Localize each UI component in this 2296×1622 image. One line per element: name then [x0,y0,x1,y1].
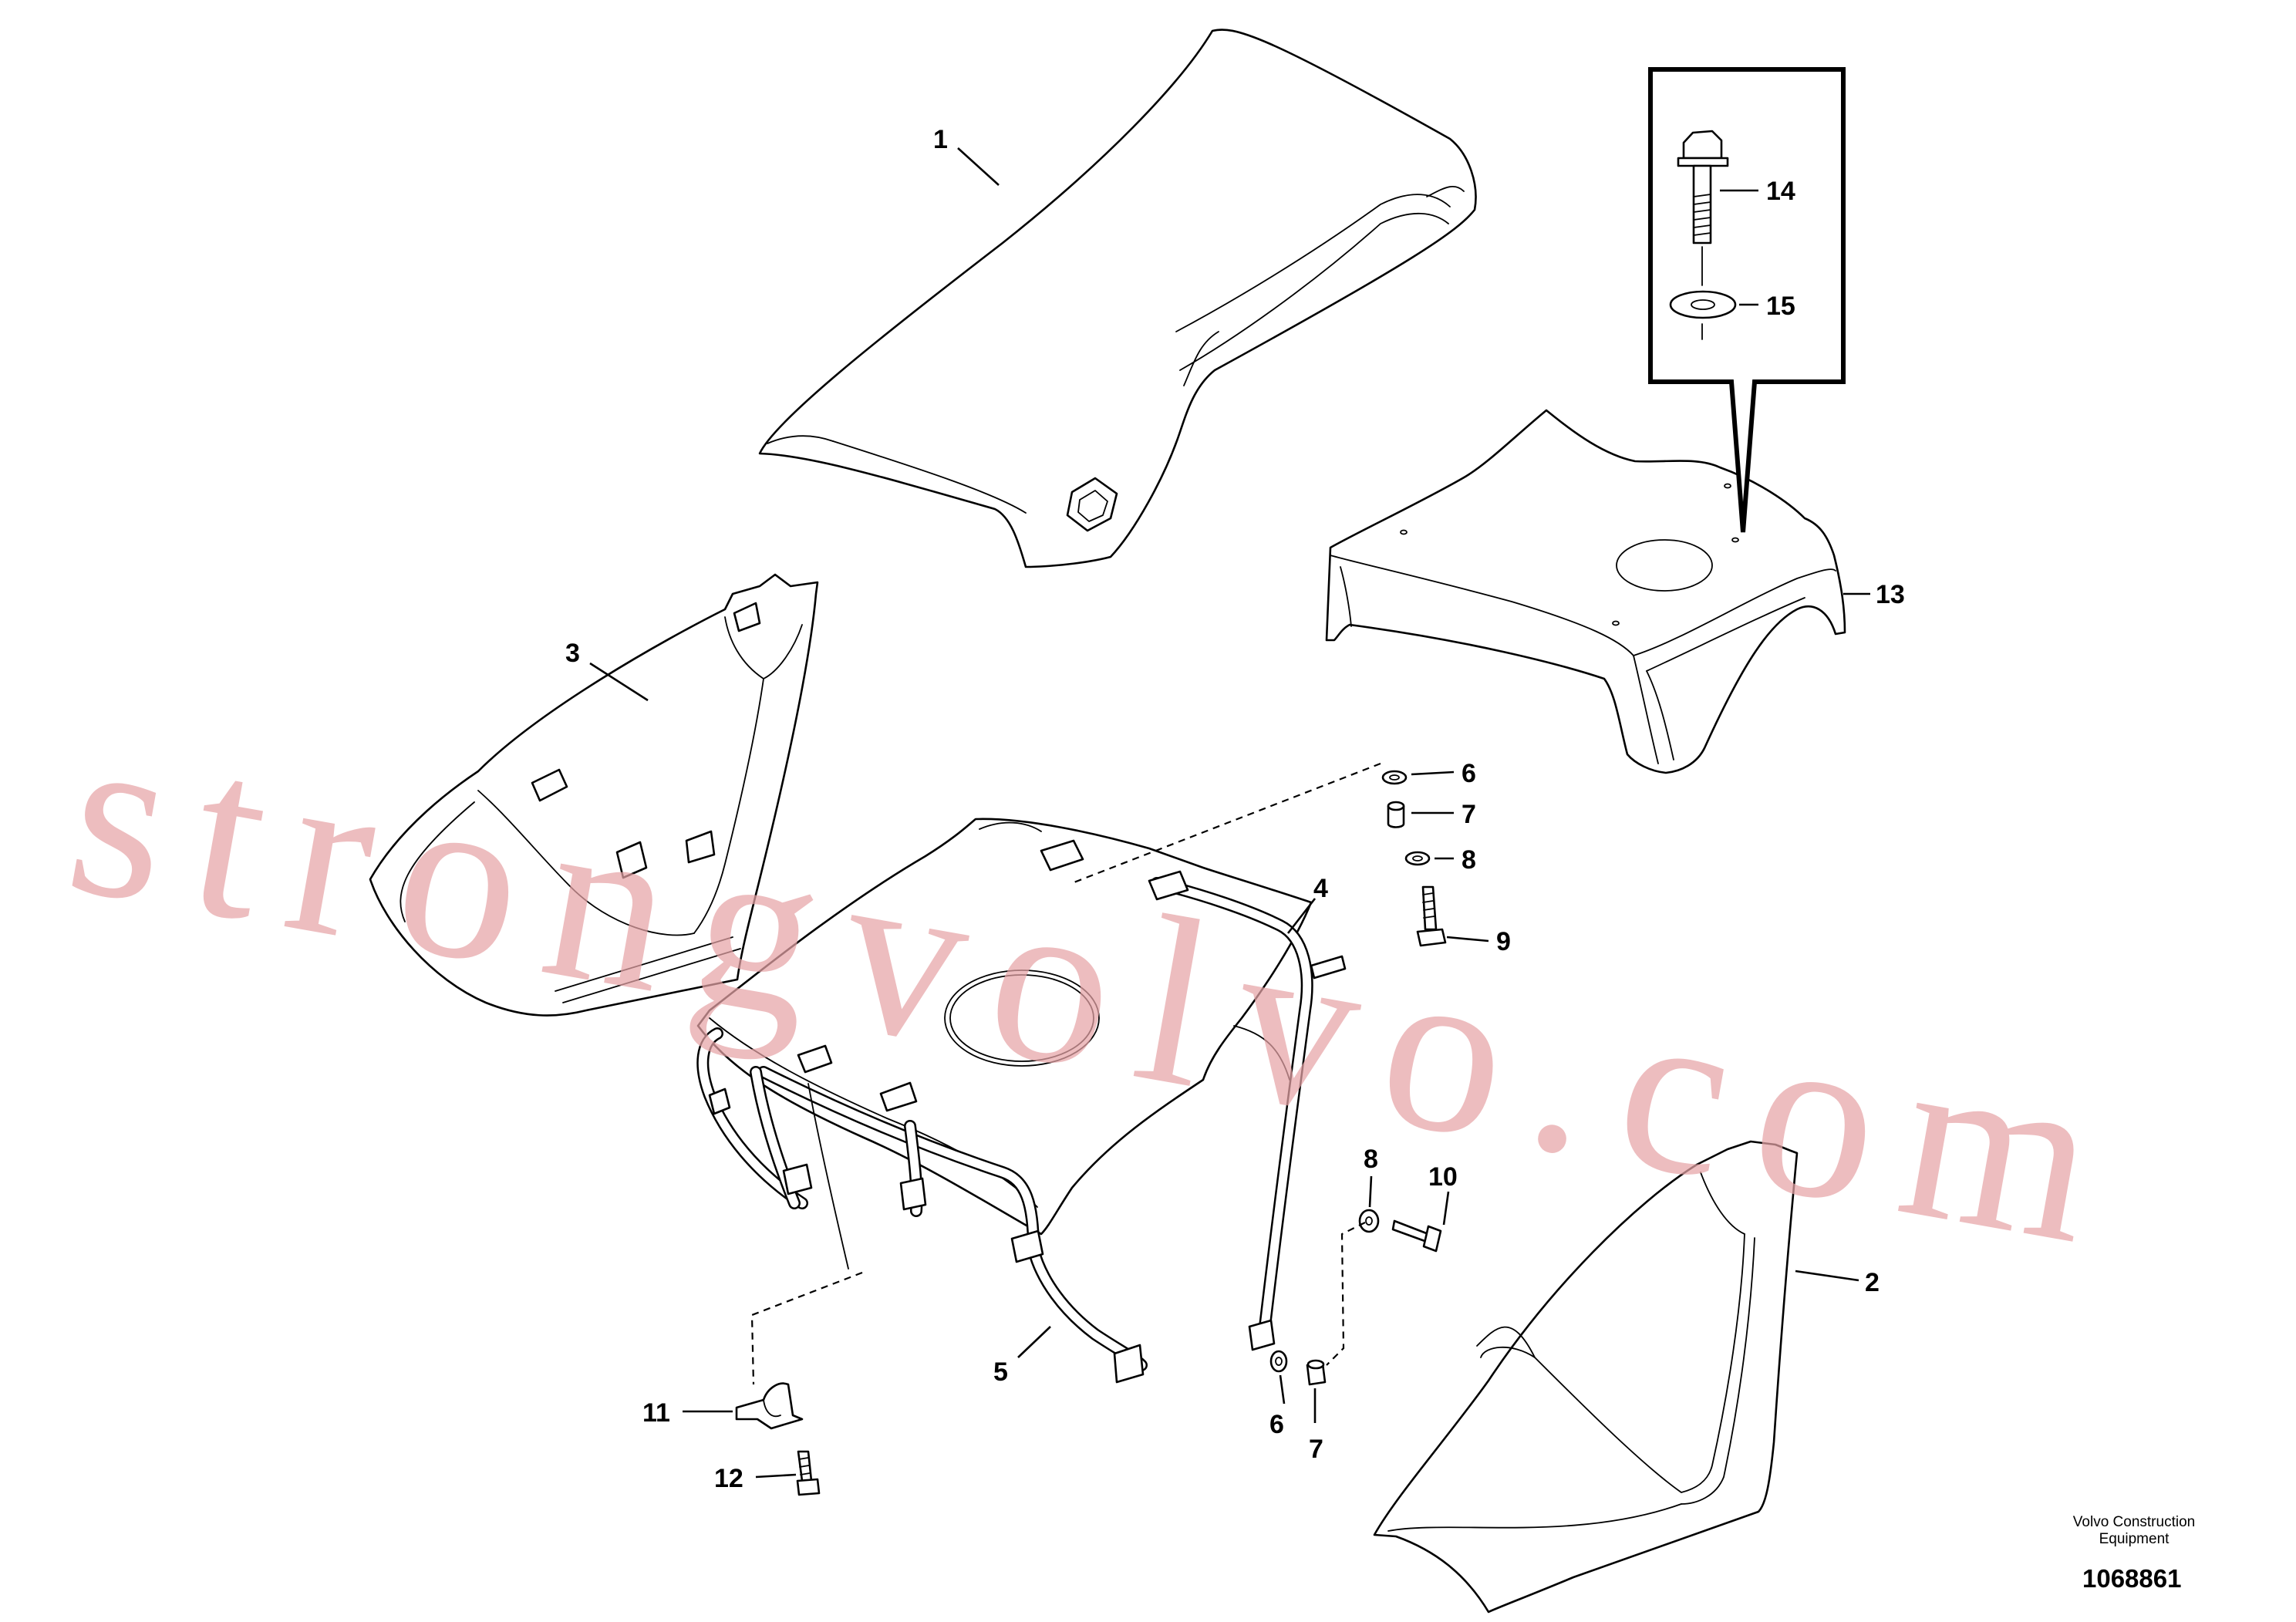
hardware-clamp [735,1382,821,1496]
assembly-line-clamp [750,1271,863,1385]
callout-numbers: 1 2 3 4 5 6 7 8 9 6 7 8 10 11 12 13 14 1… [565,125,1905,1493]
part-upper-shroud [1325,409,1846,774]
hardware-upper-stack [1381,770,1447,947]
brand-line-2: Equipment [2099,1531,2170,1547]
assembly-line-middle [1326,1222,1366,1366]
part-right-side-panel [1373,1140,1799,1614]
callout-1: 1 [933,125,948,154]
part-roof-cover [758,29,1477,568]
hardware-lower [1269,1350,1327,1386]
watermark-text: strongvolvo.com [52,678,2143,1299]
leader-lines [589,147,1870,1479]
part-lower-shroud [696,818,1347,1384]
callout-9: 9 [1496,927,1511,956]
part-left-side-panel [369,573,819,1017]
assembly-line-upper [1071,762,1381,885]
callout-15: 15 [1766,292,1795,321]
callout-8-middle: 8 [1364,1145,1378,1174]
callout-12: 12 [714,1464,743,1493]
callout-5: 5 [993,1357,1008,1387]
detail-inset-box [1648,67,1846,533]
callout-4: 4 [1313,874,1328,903]
callout-6-lower: 6 [1269,1410,1284,1439]
drawing-number: 1068861 [2082,1564,2182,1593]
callout-2: 2 [1865,1268,1880,1297]
brand-line-1: Volvo Construction [2072,1514,2196,1530]
callout-10: 10 [1428,1162,1458,1192]
callout-8-upper: 8 [1462,845,1476,875]
callout-3: 3 [565,639,580,668]
callout-6-upper: 6 [1462,759,1476,788]
callout-7-upper: 7 [1462,800,1476,829]
callout-11: 11 [642,1398,670,1428]
callout-14: 14 [1766,177,1795,206]
hardware-middle [1358,1209,1442,1253]
callout-7-lower: 7 [1309,1435,1323,1464]
brand-label: Volvo Construction Equipment [2018,1514,2250,1548]
callout-13: 13 [1876,580,1905,609]
